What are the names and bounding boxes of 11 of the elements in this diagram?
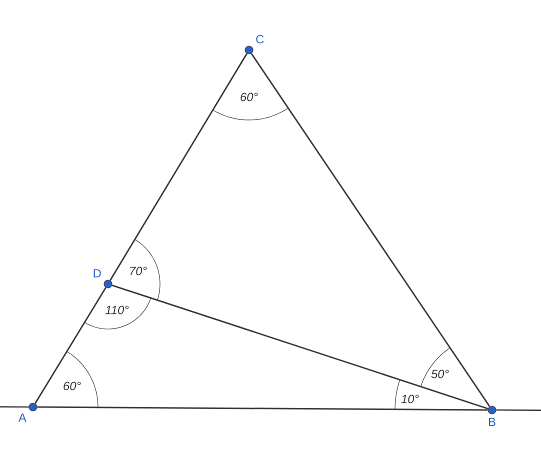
line-segment xyxy=(112,284,488,410)
line-segment xyxy=(34,287,106,404)
angle-label: 60° xyxy=(240,92,258,102)
angle-label: 50° xyxy=(431,370,449,378)
line-segment xyxy=(37,406,488,411)
angle-label: 70° xyxy=(130,266,147,276)
angle-label: 60° xyxy=(64,382,81,390)
angle-label: 10° xyxy=(401,394,419,404)
angle-label: 110° xyxy=(105,306,129,314)
line-segment xyxy=(110,53,248,281)
line-segment xyxy=(250,53,490,407)
